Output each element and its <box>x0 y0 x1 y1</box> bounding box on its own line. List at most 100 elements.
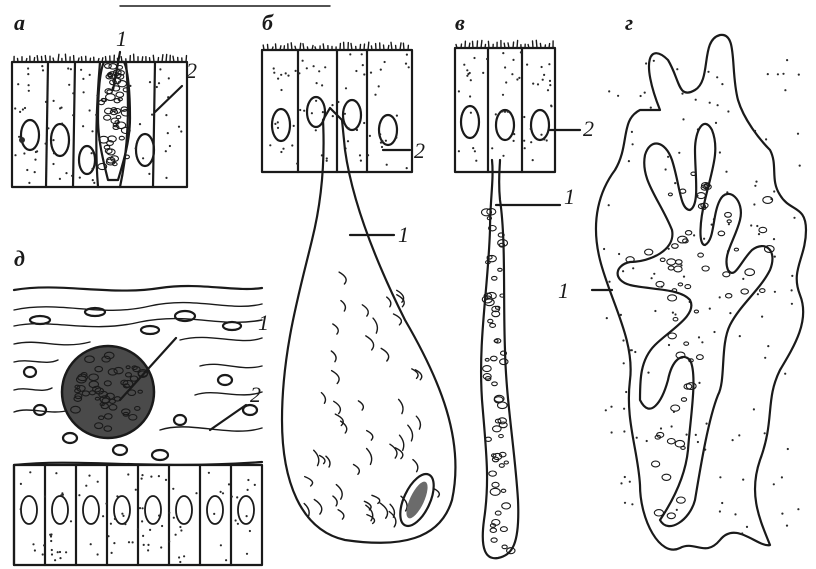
texture-dot <box>139 507 141 509</box>
texture-dot <box>681 93 683 95</box>
process-cell-v <box>481 160 518 558</box>
texture-dot <box>280 89 282 91</box>
texture-dot <box>254 484 256 486</box>
texture-dot <box>59 557 61 559</box>
grain <box>654 510 663 516</box>
texture-dot <box>774 256 776 258</box>
texture-dot <box>148 173 150 175</box>
cilium <box>533 41 534 48</box>
texture-dot <box>728 223 730 225</box>
texture-dot <box>764 432 766 434</box>
texture-dot <box>623 362 625 364</box>
texture-dot <box>713 331 715 333</box>
texture-dot <box>124 523 126 525</box>
texture-dot <box>624 502 626 504</box>
cilium <box>488 41 489 48</box>
texture-dot <box>20 483 22 485</box>
callout-v-2: 2 <box>583 118 594 140</box>
cilium <box>280 46 281 50</box>
texture-dot <box>739 335 741 337</box>
texture-dot <box>277 121 279 123</box>
texture-dot <box>322 111 324 113</box>
texture-dot <box>42 553 44 555</box>
texture-dot <box>47 127 49 129</box>
grain <box>116 92 124 97</box>
grain <box>698 253 704 257</box>
texture-dot <box>280 151 282 153</box>
texture-dot <box>502 52 504 54</box>
texture-dot <box>523 116 525 118</box>
basal-cell-nucleus <box>176 496 192 524</box>
texture-dot <box>246 553 248 555</box>
grain <box>727 220 731 223</box>
texture-dot <box>518 77 520 79</box>
cilium <box>384 45 385 50</box>
grain <box>483 366 492 372</box>
texture-dot <box>180 529 182 531</box>
texture-dot <box>396 115 398 117</box>
texture-dot <box>738 434 740 436</box>
texture-dot <box>59 178 61 180</box>
texture-dot <box>458 90 460 92</box>
texture-dot <box>608 281 610 283</box>
texture-dot <box>287 75 289 77</box>
texture-dot <box>142 535 144 537</box>
texture-dot <box>472 147 474 149</box>
texture-dot <box>380 69 382 71</box>
grain <box>726 294 732 298</box>
fibril <box>333 324 338 334</box>
grain <box>671 405 680 411</box>
fibril <box>354 465 360 475</box>
texture-dot <box>165 114 167 116</box>
texture-dot <box>374 94 376 96</box>
texture-dot <box>386 164 388 166</box>
texture-dot <box>715 122 717 124</box>
texture-dot <box>693 234 695 236</box>
texture-dot <box>654 310 656 312</box>
cilium <box>53 58 54 62</box>
texture-dot <box>640 95 642 97</box>
texture-dot <box>161 525 163 527</box>
grain <box>491 356 498 361</box>
basal-cell-nucleus <box>145 496 161 524</box>
cilium <box>34 58 35 62</box>
texture-dot <box>311 112 313 114</box>
cilium <box>391 42 392 50</box>
texture-dot <box>107 535 109 537</box>
texture-dot <box>709 102 711 104</box>
grain <box>697 355 704 360</box>
cilium <box>315 47 316 50</box>
texture-dot <box>53 152 55 154</box>
cilium <box>517 41 518 49</box>
grain <box>645 249 653 255</box>
grain <box>490 323 496 327</box>
texture-dot <box>793 217 795 219</box>
texture-dot <box>753 203 755 205</box>
texture-dot <box>546 139 548 141</box>
texture-dot <box>646 440 648 442</box>
grain <box>500 527 507 532</box>
texture-dot <box>408 66 410 68</box>
texture-dot <box>542 79 544 81</box>
texture-dot <box>495 113 497 115</box>
texture-dot <box>660 427 662 429</box>
cilium <box>549 44 550 48</box>
callout-g-1: 1 <box>558 280 569 302</box>
texture-dot <box>168 512 170 514</box>
texture-dot <box>543 74 545 76</box>
texture-dot <box>78 494 80 496</box>
texture-dot <box>27 67 29 69</box>
texture-dot <box>280 74 282 76</box>
texture-dot <box>282 148 284 150</box>
texture-dot <box>634 351 636 353</box>
texture-dot <box>158 82 160 84</box>
texture-dot <box>113 542 115 544</box>
grain <box>674 266 682 272</box>
cilium <box>300 43 301 50</box>
cilium <box>481 40 482 48</box>
grain <box>489 471 497 476</box>
texture-dot <box>632 267 634 269</box>
fibril <box>399 399 403 413</box>
fibril <box>390 504 394 517</box>
texture-dot <box>141 474 143 476</box>
